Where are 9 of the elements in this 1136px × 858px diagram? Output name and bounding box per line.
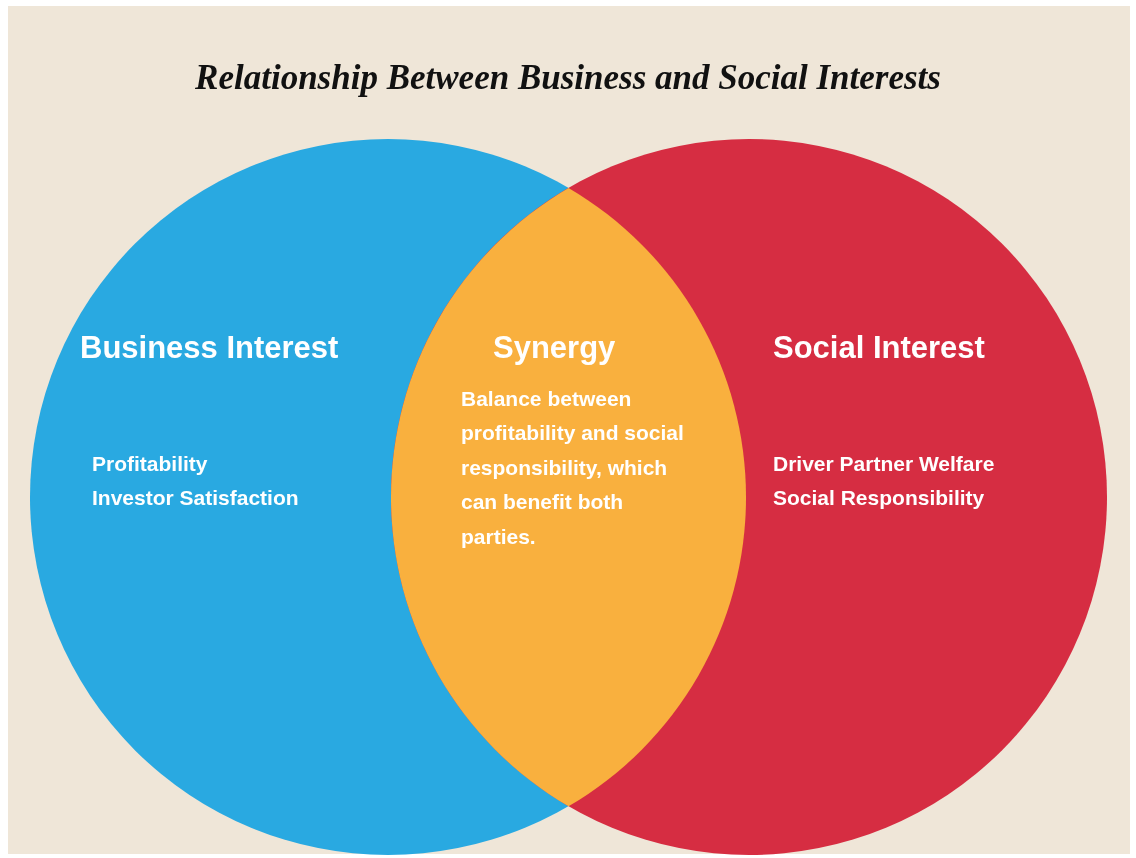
circle-heading: Synergy: [493, 330, 616, 366]
list-item: Profitability: [92, 452, 208, 476]
circle-heading: Social Interest: [773, 330, 985, 366]
list-item: Driver Partner Welfare: [773, 452, 995, 476]
diagram-title: Relationship Between Business and Social Interests: [194, 58, 942, 98]
description-text: Balance between profitability and social responsibility, which can benefit both parties.: [461, 386, 685, 550]
list-item: Social Responsibility: [773, 486, 985, 510]
list-item: Investor Satisfaction: [92, 486, 299, 510]
circle-heading: Business Interest: [80, 330, 339, 366]
